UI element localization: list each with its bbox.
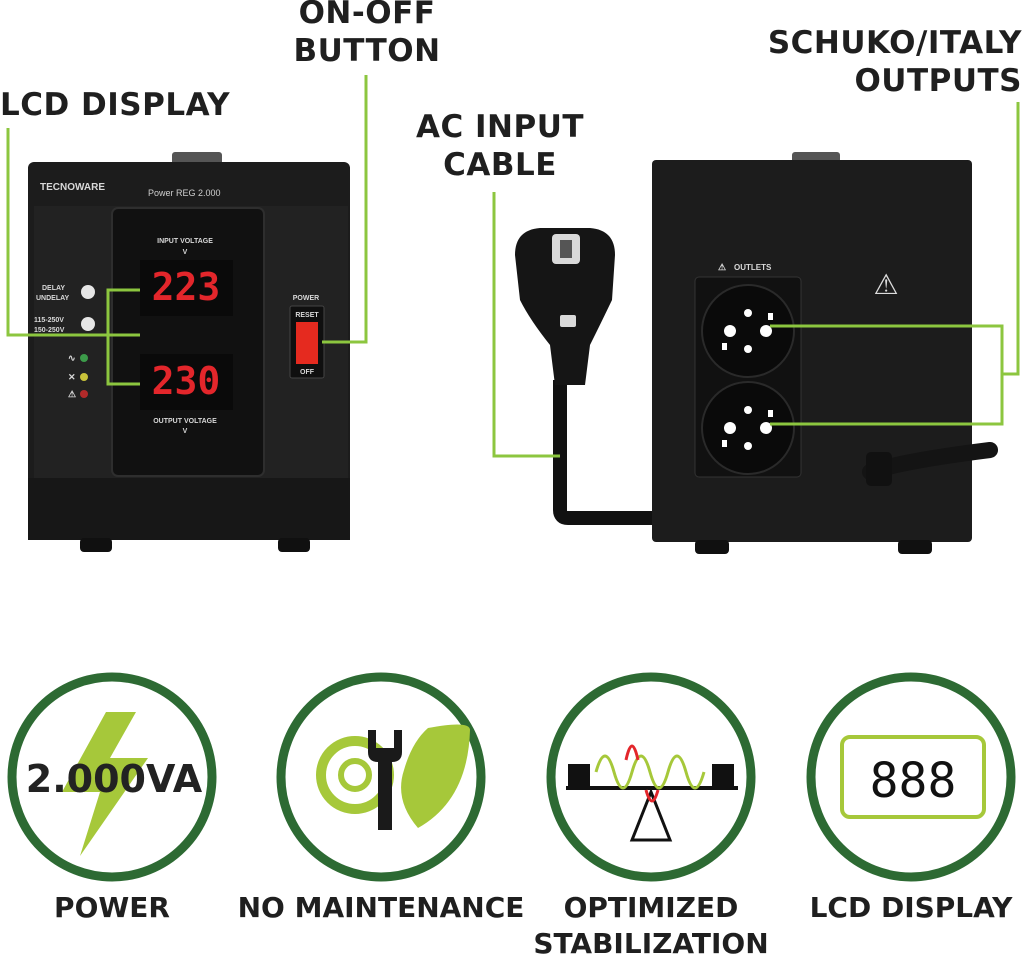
- range-low-label: 150-250V: [34, 327, 65, 334]
- input-voltage-label: INPUT VOLTAGE: [157, 238, 213, 245]
- caption-optimized-stabilization: OPTIMIZED STABILIZATION: [531, 890, 771, 962]
- callout-on-off-line2: BUTTON: [293, 33, 441, 69]
- front-device: TECNOWARE Power REG 2.000 INPUT VOLTAGE …: [28, 152, 350, 552]
- wave-icon: [594, 754, 706, 790]
- output-voltage-unit: V: [183, 428, 188, 435]
- input-voltage-readout: 223: [152, 265, 221, 309]
- caption-stabilization: STABILIZATION: [533, 927, 769, 960]
- caption-optimized: OPTIMIZED: [563, 891, 739, 924]
- feature-stabilization: [546, 672, 756, 882]
- lightning-bolt-icon: [62, 712, 148, 856]
- undelay-label: UNDELAY: [36, 295, 70, 302]
- callout-schuko: SCHUKO/ITALY OUTPUTS: [762, 24, 1022, 100]
- callout-on-off: ON-OFF BUTTON: [292, 0, 442, 70]
- input-voltage-unit: V: [183, 249, 188, 256]
- callout-lcd-display: LCD DISPLAY: [0, 86, 230, 124]
- schuko-outlet-top: [701, 284, 795, 378]
- range-button[interactable]: [81, 317, 95, 331]
- callout-on-off-line1: ON-OFF: [298, 0, 436, 31]
- range-high-label: 115-250V: [34, 317, 64, 324]
- svg-text:⚠: ⚠: [718, 262, 726, 272]
- power-label: POWER: [293, 295, 319, 302]
- reset-label: RESET: [295, 312, 319, 319]
- schuko-outlet-bottom: [701, 381, 795, 475]
- feature-maintenance: [276, 672, 486, 882]
- output-voltage-readout: 230: [152, 359, 221, 403]
- lcd-digits-icon: 888: [870, 753, 957, 809]
- callout-ac-input: AC INPUT CABLE: [410, 108, 590, 184]
- callout-lcd-display-text: LCD DISPLAY: [0, 87, 231, 123]
- callout-schuko-line2: OUTPUTS: [854, 63, 1022, 99]
- power-rating: 2.000VA: [26, 757, 203, 801]
- outlets-label: OUTLETS: [734, 263, 772, 272]
- delay-label: DELAY: [42, 285, 65, 292]
- ac-plug: [515, 228, 652, 525]
- callout-ac-input-line2: CABLE: [443, 147, 557, 183]
- brand-logo: TECNOWARE: [40, 182, 105, 193]
- warning-icon: ⚠: [873, 268, 898, 301]
- caption-power: POWER: [54, 891, 170, 924]
- back-device: ⚠ OUTLETS ⚠: [652, 152, 998, 554]
- svg-text:⚠: ⚠: [68, 389, 76, 399]
- power-switch[interactable]: [296, 322, 318, 364]
- wrench-icon: [368, 730, 402, 830]
- svg-text:∿: ∿: [68, 353, 76, 363]
- output-voltage-label: OUTPUT VOLTAGE: [153, 418, 217, 425]
- caption-no-maintenance: NO MAINTENANCE: [237, 891, 525, 924]
- callout-lines: [6, 75, 1020, 458]
- svg-text:✕: ✕: [68, 372, 76, 382]
- delay-button[interactable]: [81, 285, 95, 299]
- caption-lcd-display: LCD DISPLAY: [809, 891, 1013, 924]
- leaf-icon: [401, 724, 470, 828]
- model-name: Power REG 2.000: [148, 188, 221, 198]
- off-label: OFF: [300, 369, 315, 376]
- callout-ac-input-line1: AC INPUT: [415, 109, 585, 145]
- feature-lcd: 888: [806, 672, 1016, 882]
- callout-schuko-line1: SCHUKO/ITALY: [767, 25, 1022, 61]
- feature-power: 2.000VA: [7, 672, 217, 882]
